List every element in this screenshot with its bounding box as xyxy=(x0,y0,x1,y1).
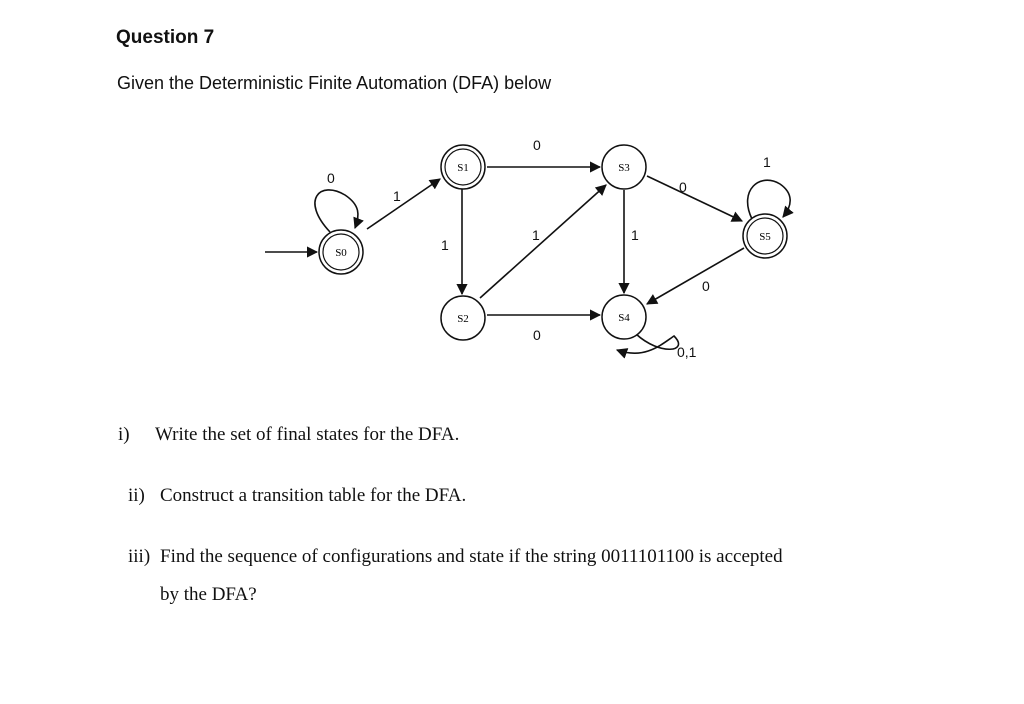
label-s1-s2: 1 xyxy=(441,237,449,253)
part-text: Find the sequence of configurations and … xyxy=(160,546,783,567)
edge-s4-loop xyxy=(615,333,680,359)
label-s5-s4: 0 xyxy=(702,278,710,294)
state-label-s1: S1 xyxy=(457,162,469,174)
label-s2-s3: 1 xyxy=(532,227,540,243)
question-part-3: iii) Find the sequence of configurations … xyxy=(128,538,783,614)
state-s0: S0 xyxy=(318,229,364,275)
state-label-s0: S0 xyxy=(335,247,347,259)
edge-s2-s3 xyxy=(479,184,607,299)
state-s4: S4 xyxy=(601,294,647,340)
edge-labels: 0 1 1 0 1 0 1 0 0 1 0,1 xyxy=(327,137,771,360)
edge-s0-loop xyxy=(314,189,364,233)
label-s2-s4: 0 xyxy=(533,327,541,343)
label-s5-loop: 1 xyxy=(763,154,771,170)
label-s0-loop: 0 xyxy=(327,170,335,186)
label-s1-s3: 0 xyxy=(533,137,541,153)
edge-s5-loop xyxy=(746,179,794,220)
state-label-s4: S4 xyxy=(618,312,630,324)
edges xyxy=(265,161,794,359)
state-s2: S2 xyxy=(440,295,486,341)
question-title: Question 7 xyxy=(116,27,215,48)
part-text: Write the set of final states for the DF… xyxy=(155,424,460,445)
state-label-s5: S5 xyxy=(759,231,771,243)
state-s1: S1 xyxy=(440,144,486,190)
part-text-continuation: by the DFA? xyxy=(160,584,257,605)
state-label-s2: S2 xyxy=(457,313,469,325)
part-number: ii) xyxy=(128,485,145,506)
question-part-2: ii) Construct a transition table for the … xyxy=(128,477,466,515)
part-text: Construct a transition table for the DFA… xyxy=(160,485,467,506)
edge-s3-s5 xyxy=(646,175,744,222)
part-number: i) xyxy=(118,424,130,445)
label-s3-s5: 0 xyxy=(679,179,687,195)
label-s3-s4: 1 xyxy=(631,227,639,243)
part-number: iii) xyxy=(128,546,151,567)
state-label-s3: S3 xyxy=(618,162,630,174)
label-s0-s1: 1 xyxy=(393,188,401,204)
edge-s0-s1 xyxy=(366,178,441,230)
state-s3: S3 xyxy=(601,144,647,190)
question-part-1: i) Write the set of final states for the … xyxy=(118,416,459,454)
label-s4-loop: 0,1 xyxy=(677,344,697,360)
question-intro: Given the Deterministic Finite Automatio… xyxy=(117,73,552,93)
state-s5: S5 xyxy=(742,213,788,259)
edge-s5-s4 xyxy=(646,247,745,305)
